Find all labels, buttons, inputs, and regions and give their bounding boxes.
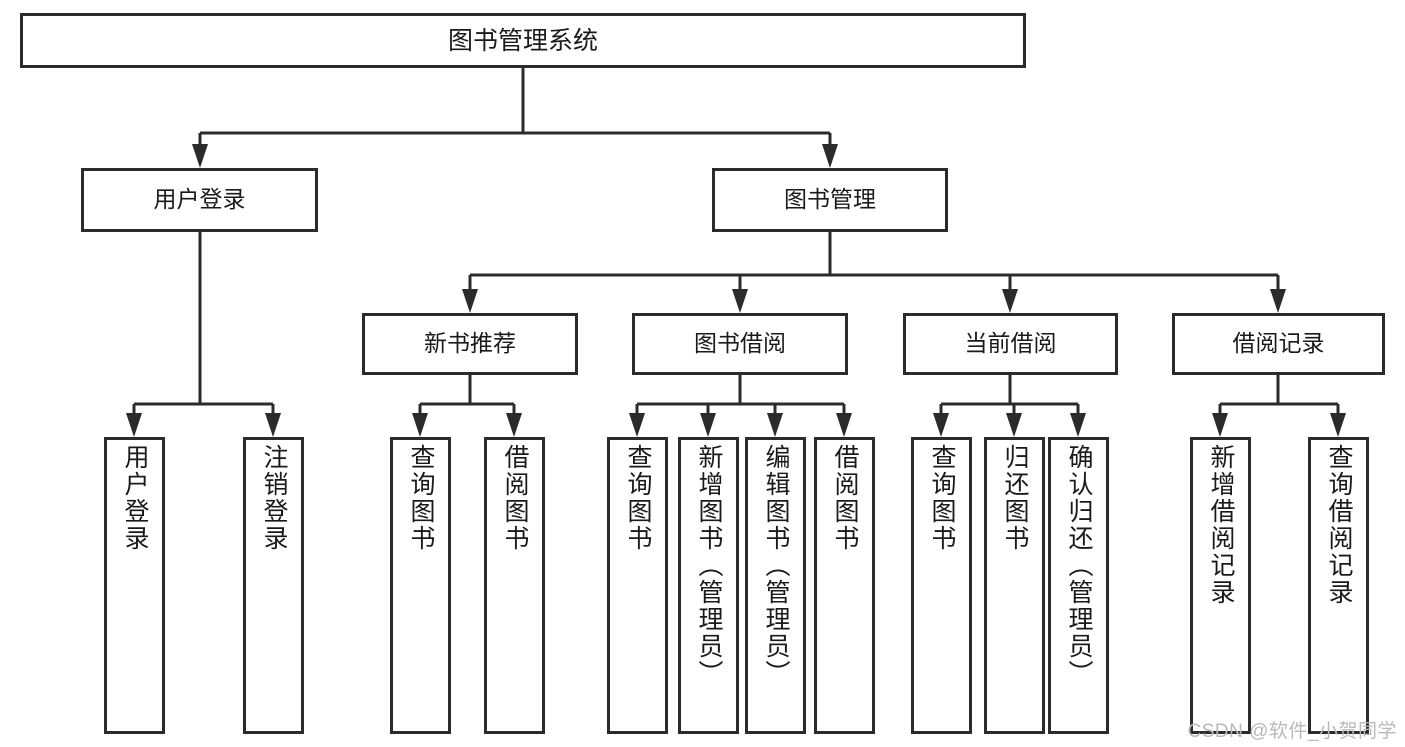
node-label: 用户登录 — [121, 444, 149, 552]
leaf-borrow-book-new-books[interactable]: 借阅图书 — [484, 437, 545, 734]
node-current-borrowing[interactable]: 当前借阅 — [903, 313, 1118, 375]
arrowhead-leaf-query-book-1 — [412, 413, 428, 437]
node-label: 借阅图书 — [501, 444, 529, 552]
leaf-query-borrowing-record[interactable]: 查询借阅记录 — [1308, 437, 1369, 734]
arrowhead-leaf-borrow-book-2 — [836, 413, 852, 437]
node-label: 编辑图书（管理员） — [762, 444, 790, 687]
node-label: 查询借阅记录 — [1325, 444, 1353, 606]
leaf-query-book-new-books[interactable]: 查询图书 — [390, 437, 451, 734]
leaf-return-book[interactable]: 归还图书 — [984, 437, 1045, 734]
node-book-management-system[interactable]: 图书管理系统 — [20, 13, 1026, 68]
node-book-borrowing[interactable]: 图书借阅 — [632, 313, 848, 375]
arrowhead-book-mgmt — [822, 144, 838, 168]
arrowhead-leaf-borrow-book-1 — [506, 413, 522, 437]
arrowhead-leaf-add-record — [1212, 413, 1228, 437]
arrowhead-borrow-records — [1270, 289, 1286, 313]
leaf-confirm-return-admin[interactable]: 确认归还（管理员） — [1048, 437, 1109, 734]
node-label: 新增图书（管理员） — [695, 444, 723, 687]
leaf-edit-book-admin[interactable]: 编辑图书（管理员） — [745, 437, 806, 734]
node-label: 新书推荐 — [424, 330, 516, 357]
arrowhead-leaf-confirm-return — [1070, 413, 1086, 437]
leaf-user-login[interactable]: 用户登录 — [104, 437, 165, 734]
arrowhead-leaf-user-login — [126, 413, 142, 437]
csdn-watermark: CSDN @软件_小贺同学 — [1187, 721, 1397, 742]
leaf-add-borrowing-record[interactable]: 新增借阅记录 — [1190, 437, 1251, 734]
node-book-management[interactable]: 图书管理 — [712, 168, 948, 232]
node-label: 确认归还（管理员） — [1065, 444, 1093, 687]
node-label: 查询图书 — [928, 444, 956, 552]
node-label: 用户登录 — [153, 186, 246, 213]
leaf-borrow-book-borrowing[interactable]: 借阅图书 — [814, 437, 875, 734]
node-label: 归还图书 — [1001, 444, 1029, 552]
leaf-logout[interactable]: 注销登录 — [243, 437, 304, 734]
arrowhead-leaf-return-book — [1006, 413, 1022, 437]
arrowhead-leaf-query-record — [1330, 413, 1346, 437]
node-new-book-recommendation[interactable]: 新书推荐 — [362, 313, 578, 375]
arrowhead-leaf-logout — [265, 413, 281, 437]
arrowhead-current-borrow — [1002, 289, 1018, 313]
node-borrowing-records[interactable]: 借阅记录 — [1172, 313, 1385, 375]
arrowhead-new-books — [462, 289, 478, 313]
node-label: 查询图书 — [624, 444, 652, 552]
leaf-add-book-admin[interactable]: 新增图书（管理员） — [678, 437, 739, 734]
arrowhead-borrow — [732, 289, 748, 313]
node-label: 图书管理 — [784, 186, 876, 213]
leaf-query-book-borrowing[interactable]: 查询图书 — [607, 437, 668, 734]
node-label: 当前借阅 — [964, 330, 1057, 357]
node-label: 图书借阅 — [694, 330, 786, 357]
leaf-query-book-current[interactable]: 查询图书 — [911, 437, 972, 734]
arrowhead-user-login — [192, 144, 208, 168]
arrowhead-leaf-add-book — [700, 413, 716, 437]
node-label: 查询图书 — [407, 444, 435, 552]
arrowhead-leaf-query-book-2 — [629, 413, 645, 437]
node-label: 图书管理系统 — [447, 26, 598, 55]
arrowhead-leaf-query-book-3 — [933, 413, 949, 437]
node-label: 借阅图书 — [831, 444, 859, 552]
node-label: 新增借阅记录 — [1207, 444, 1235, 606]
node-label: 注销登录 — [260, 444, 288, 552]
node-user-login[interactable]: 用户登录 — [81, 168, 318, 232]
arrowhead-leaf-edit-book — [767, 413, 783, 437]
node-label: 借阅记录 — [1232, 330, 1325, 357]
